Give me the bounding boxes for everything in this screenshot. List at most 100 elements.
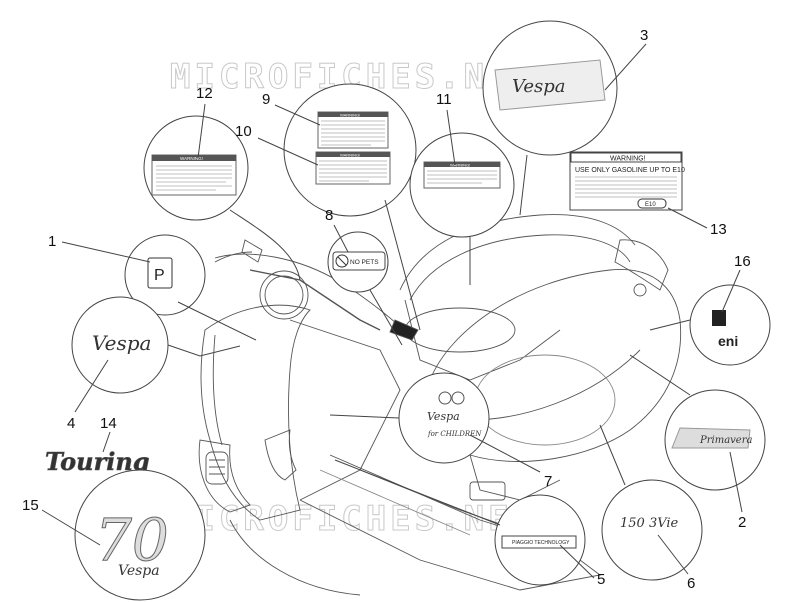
label-5-group: PIAGGIO TECHNOLOGY <box>334 459 586 586</box>
number-leader-7 <box>469 434 541 473</box>
number-leader-16 <box>721 269 741 313</box>
callout-circle-9-10 <box>283 83 417 217</box>
anniversary-number: 70 <box>95 506 169 574</box>
tunnel <box>404 299 561 381</box>
label-16-group: eni <box>649 284 771 366</box>
label-8-group: NO PETS <box>327 231 403 346</box>
leader-9-10 <box>384 199 421 331</box>
number-leader-6 <box>657 534 689 575</box>
tech-sticker <box>501 535 577 549</box>
indicator <box>264 429 297 481</box>
leader-5 <box>334 459 501 526</box>
callout-number-16: 16 <box>734 253 751 270</box>
seat-edge <box>409 234 631 301</box>
watermark-bottom: MICROFICHES.NET <box>170 499 537 539</box>
body-line <box>469 349 641 421</box>
leader-14 <box>102 431 111 453</box>
label-14-group: Touring <box>45 431 150 476</box>
callout-number-8: 8 <box>325 207 333 224</box>
warning-sticker-12 <box>151 154 237 196</box>
callout-number-9: 9 <box>262 91 270 108</box>
warning-lines-10 <box>319 160 387 182</box>
leader-6 <box>599 424 626 486</box>
number-leader-3 <box>604 43 647 91</box>
front-mudguard <box>198 439 251 513</box>
label-9-10-group: WARNING! WARNING! <box>283 83 421 331</box>
label-15-group: 70 Vespa <box>41 469 206 601</box>
label-1-group: P <box>124 234 257 341</box>
badge-letter: P <box>154 267 165 284</box>
number-leader-1 <box>61 241 151 263</box>
label-13-group: WARNING! USE ONLY GASOLINE UP TO E10 E10 <box>569 151 685 211</box>
number-leader-5 <box>559 544 595 579</box>
warning-title-12: WARNING! <box>180 156 203 161</box>
headset <box>249 269 381 331</box>
warning-sticker-10 <box>315 151 391 185</box>
rear-bolt <box>633 283 647 297</box>
number-leader-8 <box>333 224 349 253</box>
helmet-compartment <box>404 307 516 353</box>
leader-4 <box>167 344 241 357</box>
leader-16 <box>649 319 691 331</box>
eni-text: eni <box>718 333 738 349</box>
rear-underside <box>469 454 561 501</box>
children-figure-2 <box>451 391 465 405</box>
warning-title-9: WARNING! <box>340 113 360 118</box>
decal-panel-3 <box>494 59 606 111</box>
front-shield <box>200 304 311 521</box>
eni-logo-mark <box>712 310 726 326</box>
side-panel-oval <box>474 354 616 446</box>
label-12-group: WARNING! <box>143 115 301 281</box>
callout-number-5: 5 <box>597 571 605 588</box>
left-grip <box>241 239 263 263</box>
label-7-group: Vespa for CHILDREN <box>329 372 490 464</box>
callout-circle-6 <box>601 479 703 581</box>
number-leader-13 <box>667 207 708 229</box>
leader-2 <box>629 354 691 396</box>
model-text: 150 3Vie <box>620 516 679 531</box>
primavera-text: Primavera <box>699 435 752 446</box>
callout-numbers: 1 2 3 4 5 6 7 8 9 10 11 12 13 14 15 16 <box>22 27 751 592</box>
label-3-group: Vespa <box>482 20 618 216</box>
callout-number-3: 3 <box>640 27 648 44</box>
front-wheel-arc <box>229 519 361 596</box>
left-lever <box>214 251 253 263</box>
number-leader-9 <box>274 104 321 126</box>
leader-7 <box>329 414 400 419</box>
leader-12 <box>229 209 301 281</box>
warning-bar-12 <box>152 155 236 161</box>
fuel-header <box>570 152 682 163</box>
no-pets-text: NO PETS <box>350 259 379 266</box>
number-leader-2 <box>729 451 743 513</box>
vespa-script-4: Vespa <box>92 331 151 355</box>
callout-number-6: 6 <box>687 575 695 592</box>
callout-number-11: 11 <box>436 91 452 108</box>
warning-title-10: WARNING! <box>340 153 360 158</box>
front-light-lines <box>209 459 225 475</box>
warning-lines-9 <box>321 120 385 146</box>
fuel-lines <box>575 176 677 198</box>
leader-3 <box>519 154 528 216</box>
fuel-warning-title: WARNING! <box>610 156 646 163</box>
leg-shield <box>289 319 401 501</box>
fuel-line-text: USE ONLY GASOLINE UP TO E10 <box>575 167 685 174</box>
warning-bar-11 <box>424 162 500 167</box>
number-leader-10 <box>257 137 319 166</box>
fuel-badge-text: E10 <box>645 202 656 208</box>
label-6-group: 150 3Vie <box>599 424 703 581</box>
no-pets-icon <box>335 254 349 268</box>
tech-text: PIAGGIO TECHNOLOGY <box>512 540 570 546</box>
vespa-script-7: Vespa <box>427 410 460 423</box>
decal-panel-2 <box>671 427 751 449</box>
floorboard <box>299 469 602 591</box>
warning-lines-12 <box>156 165 232 191</box>
callout-number-12: 12 <box>196 85 213 102</box>
label-11-group: WARNING! <box>409 132 515 285</box>
for-children-text: for CHILDREN <box>427 430 482 438</box>
number-leader-11 <box>446 109 456 166</box>
speedometer <box>259 270 309 320</box>
floor-rib-2 <box>319 469 471 536</box>
leader-8 <box>369 289 403 346</box>
